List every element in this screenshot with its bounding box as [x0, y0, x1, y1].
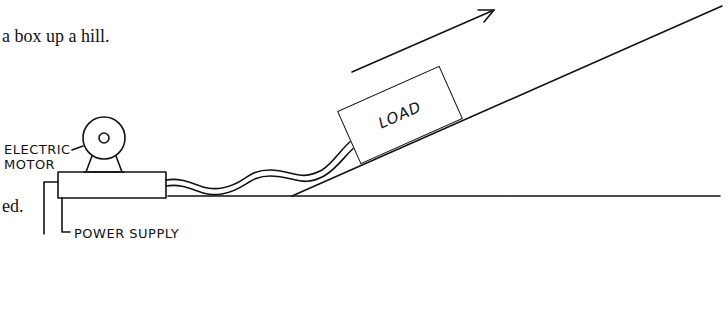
power-box	[58, 172, 166, 198]
leader-line	[72, 146, 83, 150]
supply-wire	[62, 198, 70, 232]
load-box: LOAD	[337, 66, 463, 165]
part-label: ELECTRIC MOTOR	[4, 142, 70, 172]
motor-body	[83, 117, 125, 159]
ground-line	[168, 195, 720, 197]
supply-wire	[44, 182, 58, 234]
motor-stand	[84, 156, 124, 172]
direction-arrow	[352, 10, 494, 72]
box-label: LOAD	[376, 98, 425, 133]
hill-incline	[292, 6, 722, 196]
note-text: a box up a hill.	[2, 26, 109, 47]
arrow-head	[478, 10, 494, 22]
note-text: ed.	[2, 196, 24, 217]
cable	[166, 140, 352, 189]
part-label: POWER SUPPLY	[74, 226, 179, 241]
motor-shaft	[99, 133, 109, 143]
cable	[166, 146, 356, 195]
